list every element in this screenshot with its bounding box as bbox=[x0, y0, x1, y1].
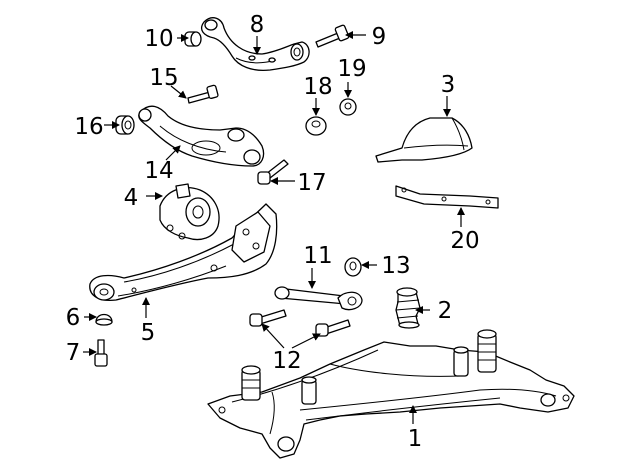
part-19-nut bbox=[339, 98, 357, 116]
part-9-bolt bbox=[315, 24, 350, 48]
callout-4: 4 bbox=[124, 185, 139, 211]
part-3-shield bbox=[375, 117, 473, 163]
callout-7: 7 bbox=[66, 340, 81, 366]
callout-labels: 8 10 9 15 16 14 17 18 19 3 20 4 11 13 2 … bbox=[66, 12, 480, 452]
part-11-link bbox=[274, 286, 363, 311]
part-12-bolts bbox=[249, 309, 351, 337]
part-6-cap bbox=[95, 313, 113, 326]
part-7-bolt bbox=[94, 339, 108, 367]
leader-lines bbox=[83, 31, 465, 424]
callout-13: 13 bbox=[381, 253, 410, 279]
part-13-nut bbox=[344, 257, 362, 277]
callout-9: 9 bbox=[372, 24, 387, 50]
callout-20: 20 bbox=[450, 228, 479, 254]
part-20-bracket bbox=[395, 185, 499, 209]
callout-1: 1 bbox=[408, 426, 423, 452]
part-1-subframe bbox=[207, 329, 575, 459]
callout-11: 11 bbox=[303, 243, 332, 269]
part-15-bolt bbox=[187, 84, 219, 104]
part-5-trailing-arm bbox=[89, 203, 278, 302]
leader-14 bbox=[165, 145, 181, 161]
leader-12a bbox=[261, 323, 285, 349]
callout-19: 19 bbox=[337, 56, 366, 82]
callout-8: 8 bbox=[250, 12, 265, 38]
callout-3: 3 bbox=[441, 72, 456, 98]
part-18-washer bbox=[305, 116, 327, 136]
callout-12: 12 bbox=[272, 348, 301, 374]
callout-18: 18 bbox=[303, 74, 332, 100]
callout-5: 5 bbox=[141, 320, 156, 346]
part-2-bump-stop bbox=[395, 287, 421, 329]
leader-12b bbox=[291, 333, 321, 349]
part-8-upper-arm bbox=[200, 17, 310, 72]
part-4-knuckle-hub bbox=[159, 183, 220, 241]
callout-2: 2 bbox=[438, 298, 453, 324]
leader-15 bbox=[170, 85, 187, 99]
callout-14: 14 bbox=[144, 158, 173, 184]
part-10-bushing bbox=[184, 31, 202, 47]
callout-17: 17 bbox=[297, 170, 326, 196]
part-16-bushing bbox=[115, 115, 135, 135]
part-14-lower-arm bbox=[138, 105, 265, 167]
callout-10: 10 bbox=[144, 26, 173, 52]
callout-6: 6 bbox=[66, 305, 81, 331]
callout-15: 15 bbox=[149, 65, 178, 91]
callout-16: 16 bbox=[74, 114, 103, 140]
